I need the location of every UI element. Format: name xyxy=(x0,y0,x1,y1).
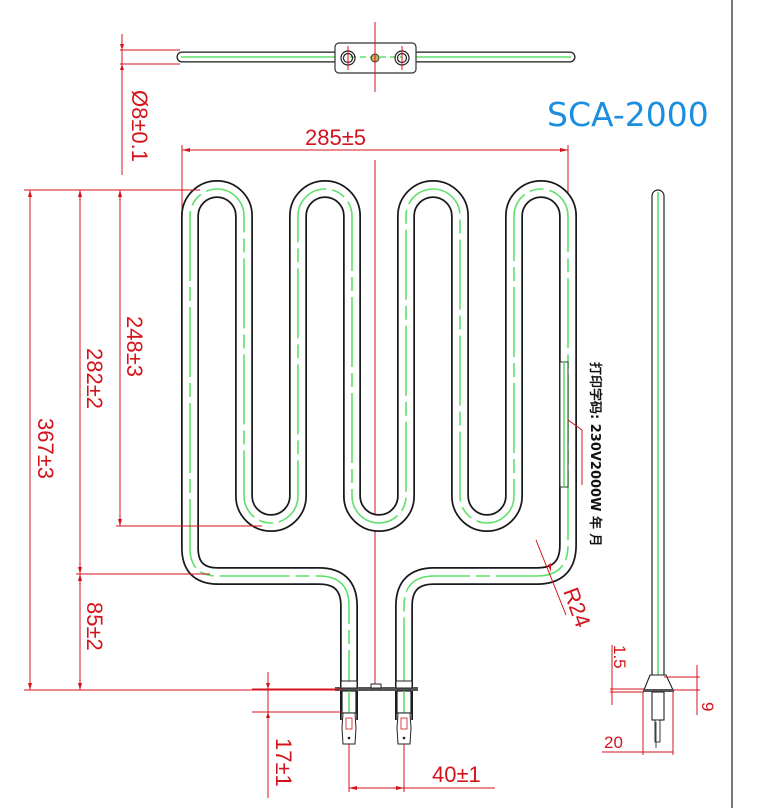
dim-leg-length: 85±2 xyxy=(82,602,107,651)
dim-flange-width: 20 xyxy=(604,733,623,752)
dim-overall-width: 285±5 xyxy=(305,125,366,150)
front-view xyxy=(24,145,583,798)
top-view xyxy=(120,22,576,175)
marking-note: 打印字码: 230V2000W 年 月 xyxy=(587,362,603,547)
dim-height-to-bend: 282±2 xyxy=(82,348,107,409)
side-view xyxy=(602,189,700,755)
dim-bend-radius: R24 xyxy=(558,584,595,630)
dim-flange-thickness: 1.5 xyxy=(610,645,629,669)
model-title: SCA-2000 xyxy=(547,95,709,134)
dim-flange-height: 9 xyxy=(698,702,717,711)
dim-terminal-length: 17±1 xyxy=(271,738,296,787)
dim-loop-height: 248±3 xyxy=(122,316,147,377)
dim-terminal-spacing: 40±1 xyxy=(432,762,481,787)
dim-tube-diameter: Ø8±0.1 xyxy=(127,90,152,162)
flange xyxy=(335,687,418,691)
dim-overall-height: 367±3 xyxy=(33,418,58,479)
